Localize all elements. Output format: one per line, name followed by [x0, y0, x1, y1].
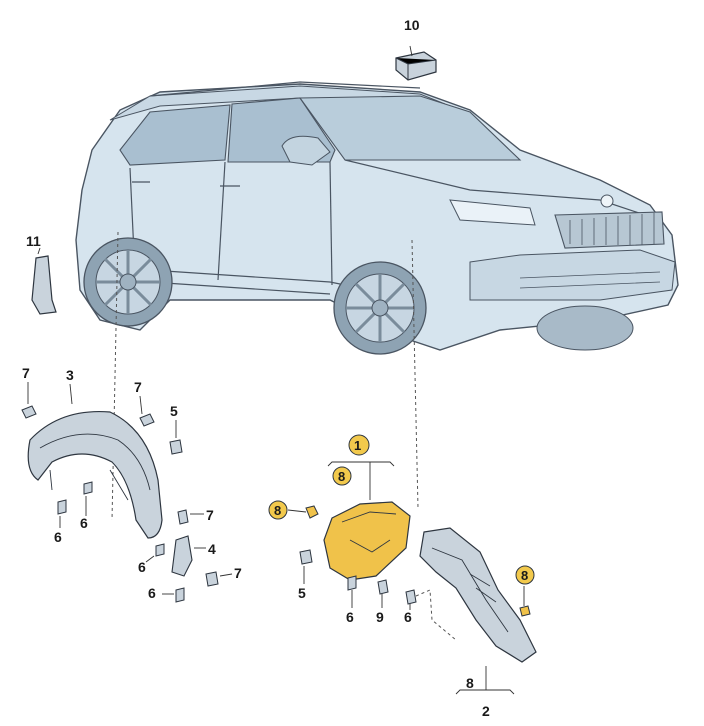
part-label-5a: 5 [170, 403, 178, 419]
part-label-8b: 8 [274, 503, 281, 518]
part-label-6d: 6 [148, 585, 156, 601]
part-label-6b: 6 [80, 515, 88, 531]
part-badge-8b [268, 500, 288, 520]
part-badge-8a [332, 466, 352, 486]
front-wheel [333, 261, 427, 355]
front-liner-grey [419, 527, 537, 663]
part-label-8a: 8 [338, 469, 345, 484]
part-badge-1 [348, 434, 370, 456]
part-label-7d: 7 [234, 565, 242, 581]
car-illustration [75, 81, 679, 355]
part-label-4: 4 [208, 541, 216, 557]
part-label-8c: 8 [521, 568, 528, 583]
part-label-7a: 7 [22, 365, 30, 381]
front-liner-yellow [323, 501, 411, 581]
part-badge-8c [515, 565, 535, 585]
part-label-9: 9 [376, 609, 384, 625]
part-label-11: 11 [26, 233, 41, 249]
mud-flap-icon [31, 247, 57, 315]
part-label-5b: 5 [298, 585, 306, 601]
bolt-icon [21, 405, 183, 515]
part-label-7b: 7 [134, 379, 142, 395]
part-label-1: 1 [354, 438, 361, 453]
part-label-2: 2 [482, 703, 490, 719]
part-label-6a: 6 [54, 529, 62, 545]
wheel-arch-liner-icon [27, 410, 163, 539]
rear-wheel [83, 237, 173, 327]
part-label-7c: 7 [206, 507, 214, 523]
front-arch-leader [411, 239, 419, 509]
part-label-6f: 6 [404, 609, 412, 625]
part-label-6c: 6 [138, 559, 146, 575]
part-label-8d: 8 [466, 675, 474, 691]
rear-arch-leader [111, 231, 119, 521]
clip-icon [155, 509, 219, 603]
spacer-icon [395, 45, 437, 81]
part-label-6e: 6 [346, 609, 354, 625]
part-label-10: 10 [404, 17, 420, 33]
part-label-3: 3 [66, 367, 74, 383]
